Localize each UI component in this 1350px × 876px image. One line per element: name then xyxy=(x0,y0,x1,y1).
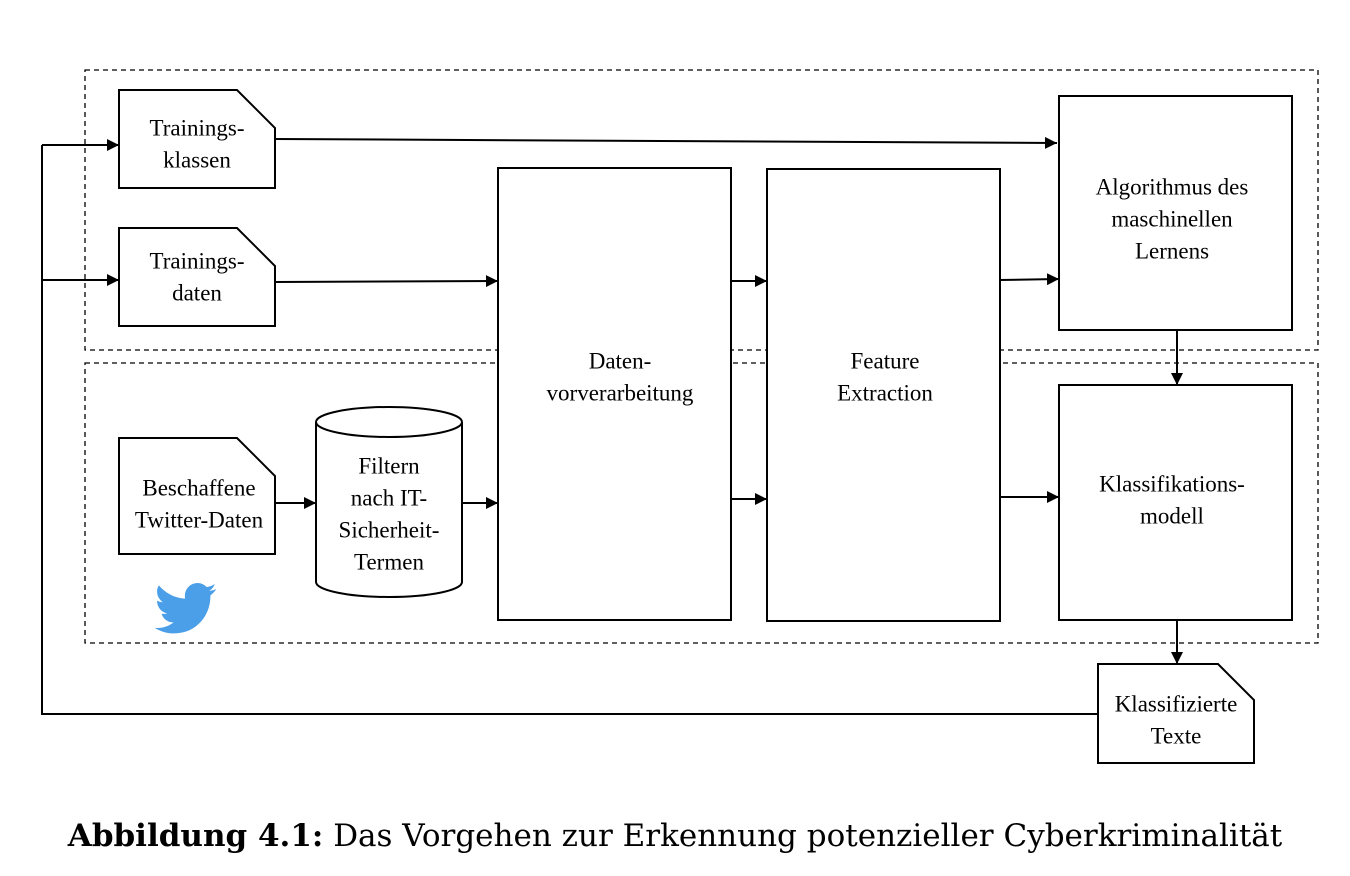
klassifizierte-line-1: Klassifizierte xyxy=(1115,691,1238,716)
klassifikationsmodell-line-1: Klassifikations- xyxy=(1099,471,1245,496)
caption-text: Das Vorgehen zur Erkennung potenzieller … xyxy=(333,818,1283,854)
algorithmus-box xyxy=(1058,95,1293,331)
trainingsklassen-label: Trainings-klassen xyxy=(150,115,245,172)
figure-caption: Abbildung 4.1: Das Vorgehen zur Erkennun… xyxy=(0,818,1350,854)
arrow-trainingsdaten-to-vorverarbeitung xyxy=(274,275,499,288)
klassifikationsmodell-box xyxy=(1058,384,1293,621)
arrow-feature-to-algorithmus xyxy=(999,273,1060,286)
trainingsklassen-document xyxy=(118,89,276,189)
filtern-database xyxy=(315,406,463,598)
filtern-line-2: nach IT- xyxy=(351,485,427,510)
filtern-line-4: Termen xyxy=(354,549,424,574)
vorverarbeitung-line-2: vorverarbeitung xyxy=(547,380,694,405)
process-diagram: Trainings-klassen Trainings-daten Bescha… xyxy=(41,69,1319,764)
filtern-line-1: Filtern xyxy=(358,453,420,478)
arrow-trainingsklassen-to-algorithmus xyxy=(274,136,1058,149)
filtern-line-3: Sicherheit- xyxy=(339,517,440,542)
algorithmus-line-1: Algorithmus des xyxy=(1096,174,1249,199)
trainingsdaten-line-2: daten xyxy=(172,280,222,305)
beschaffene-line-1: Beschaffene xyxy=(142,475,255,500)
klassifikationsmodell-line-2: modell xyxy=(1140,503,1204,528)
algorithmus-line-3: Lernens xyxy=(1135,238,1209,263)
datenvorverarbeitung-label: Daten-vorverarbeitung xyxy=(547,348,694,405)
twitter-bird-icon xyxy=(154,582,217,634)
trainingsdaten-document xyxy=(118,227,276,327)
feature-line-1: Feature xyxy=(851,348,920,373)
trainingsklassen-line-2: klassen xyxy=(163,147,231,172)
feedback-line xyxy=(41,145,1098,715)
trainingsklassen-line-1: Trainings- xyxy=(150,115,245,140)
klassifikationsmodell-label: Klassifikations-modell xyxy=(1099,471,1245,528)
filtern-label: Filtern nach IT- Sicherheit- Termen xyxy=(339,453,440,574)
vorverarbeitung-line-1: Daten- xyxy=(589,348,652,373)
caption-label: Abbildung 4.1: xyxy=(67,818,324,854)
klassifizierte-document xyxy=(1097,663,1255,764)
beschaffene-line-2: Twitter-Daten xyxy=(135,507,264,532)
algorithmus-line-2: maschinellen xyxy=(1111,206,1233,231)
trainingsdaten-label: Trainings-daten xyxy=(150,248,245,305)
vorverarbeitung-box xyxy=(497,167,732,621)
feature-extraction-box xyxy=(766,168,1001,622)
trainingsdaten-line-1: Trainings- xyxy=(150,248,245,273)
beschaffene-document xyxy=(118,437,276,555)
klassifizierte-line-2: Texte xyxy=(1151,723,1202,748)
feature-line-2: Extraction xyxy=(837,380,933,405)
training-phase-group xyxy=(84,69,1319,351)
